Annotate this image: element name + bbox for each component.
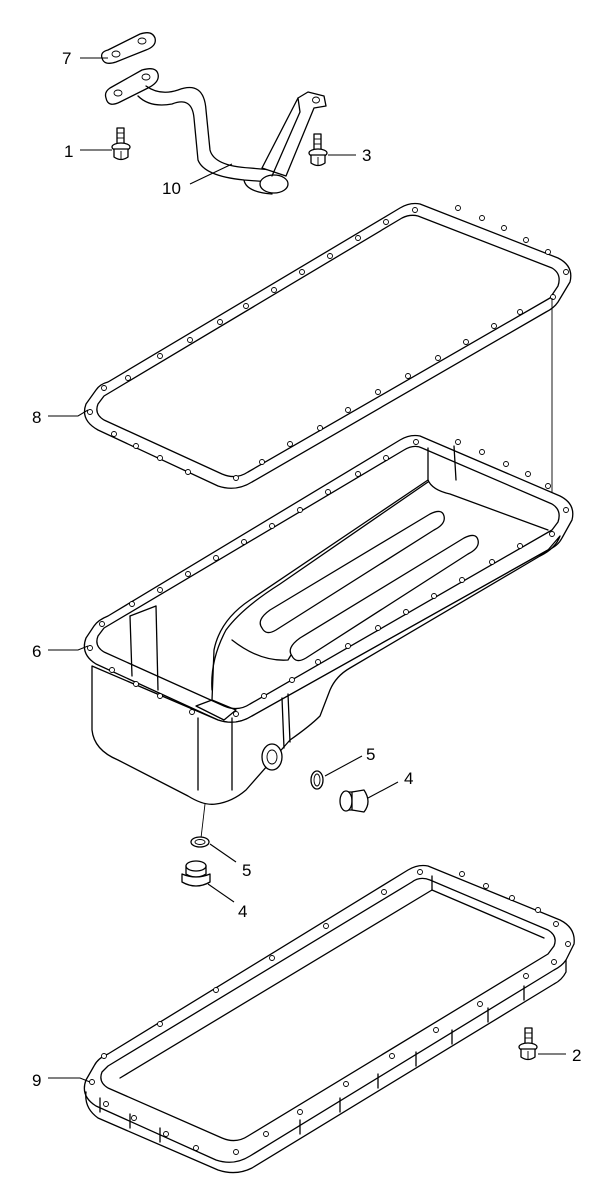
callouts: 7 1 3 10 8 6 5 4 5 4 9 2 — [32, 49, 581, 1090]
part-1-bolt — [111, 127, 131, 161]
callout-5-side: 5 — [366, 745, 375, 764]
callout-7: 7 — [62, 49, 71, 68]
callout-4-side: 4 — [404, 769, 413, 788]
part-2-bolt — [518, 1027, 538, 1061]
part-4-drain-plug-side — [339, 789, 369, 813]
callout-8: 8 — [32, 408, 41, 427]
part-10-suction-pipe — [104, 68, 327, 195]
part-6-oil-pan — [83, 434, 574, 805]
part-8-oil-pan-gasket — [83, 202, 572, 489]
part-4-drain-plug-bottom — [181, 860, 211, 887]
callout-2: 2 — [572, 1046, 581, 1065]
callout-10: 10 — [162, 179, 181, 198]
callout-1: 1 — [64, 142, 73, 161]
callout-5-bottom: 5 — [242, 861, 251, 880]
callout-4-bottom: 4 — [238, 902, 247, 921]
part-5-o-ring-side — [310, 770, 324, 790]
part-5-o-ring-bottom — [190, 836, 210, 848]
leader-lines — [48, 57, 566, 1083]
callout-9: 9 — [32, 1071, 41, 1090]
part-9-adapter-plate — [83, 864, 575, 1174]
part-3-bolt — [308, 133, 328, 167]
part-7-gasket — [100, 32, 156, 64]
alignment-line-2 — [200, 803, 206, 839]
callout-6: 6 — [32, 642, 41, 661]
callout-3: 3 — [362, 146, 371, 165]
